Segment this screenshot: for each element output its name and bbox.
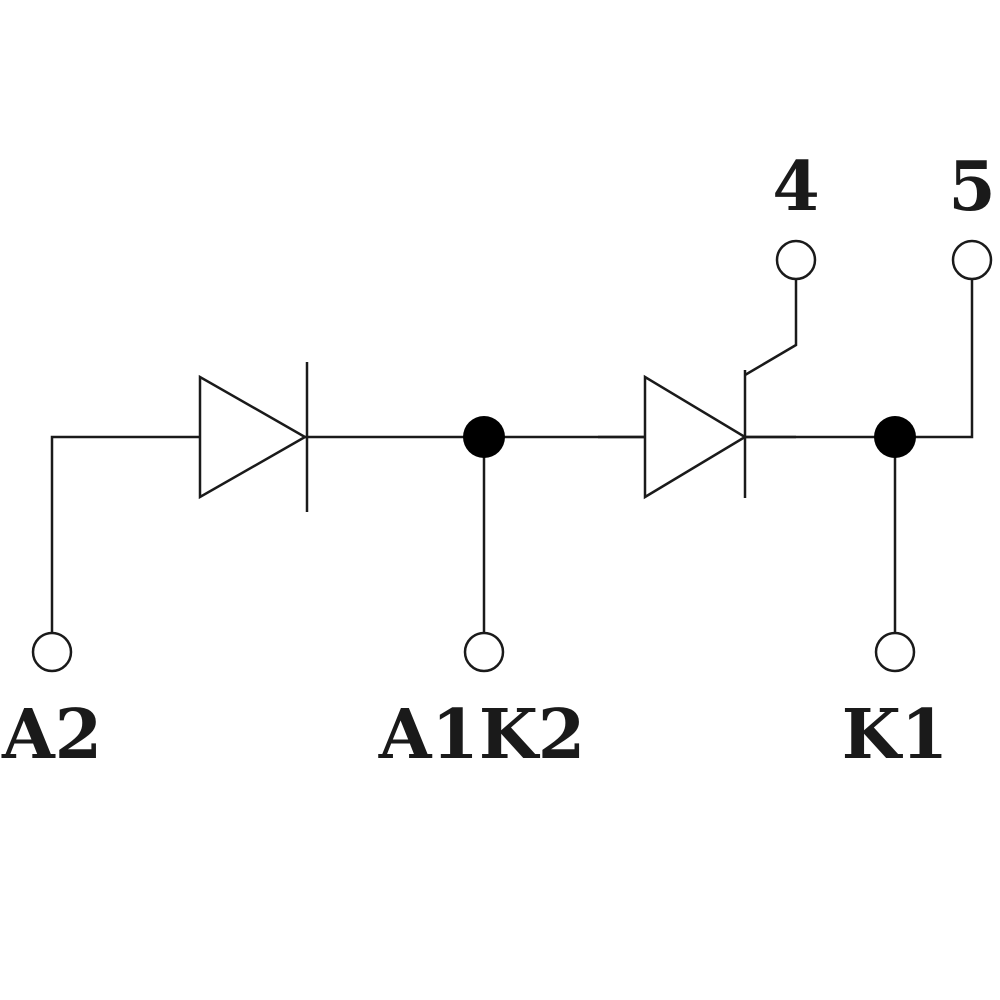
wires	[50, 280, 974, 633]
wire-gate	[744, 280, 798, 377]
terminal-a2	[31, 631, 73, 673]
label-gate: 4	[772, 147, 819, 227]
wire-node2-to-aux	[895, 280, 974, 439]
terminal-a1k2	[463, 631, 505, 673]
wire-a2	[50, 435, 200, 633]
thyristor-triangle	[643, 374, 748, 500]
diode-symbol	[198, 362, 309, 512]
label-aux: 5	[948, 147, 995, 227]
junction-node-k1	[874, 416, 916, 458]
label-a1k2: A1K2	[378, 695, 586, 775]
terminal-gate	[775, 239, 817, 281]
terminal-aux	[951, 239, 993, 281]
label-a2: A2	[1, 695, 102, 775]
diode-triangle	[198, 374, 308, 500]
thyristor-symbol	[598, 370, 796, 500]
junction-node-a1k2	[463, 416, 505, 458]
label-k1: K1	[842, 695, 948, 775]
terminal-k1	[874, 631, 916, 673]
